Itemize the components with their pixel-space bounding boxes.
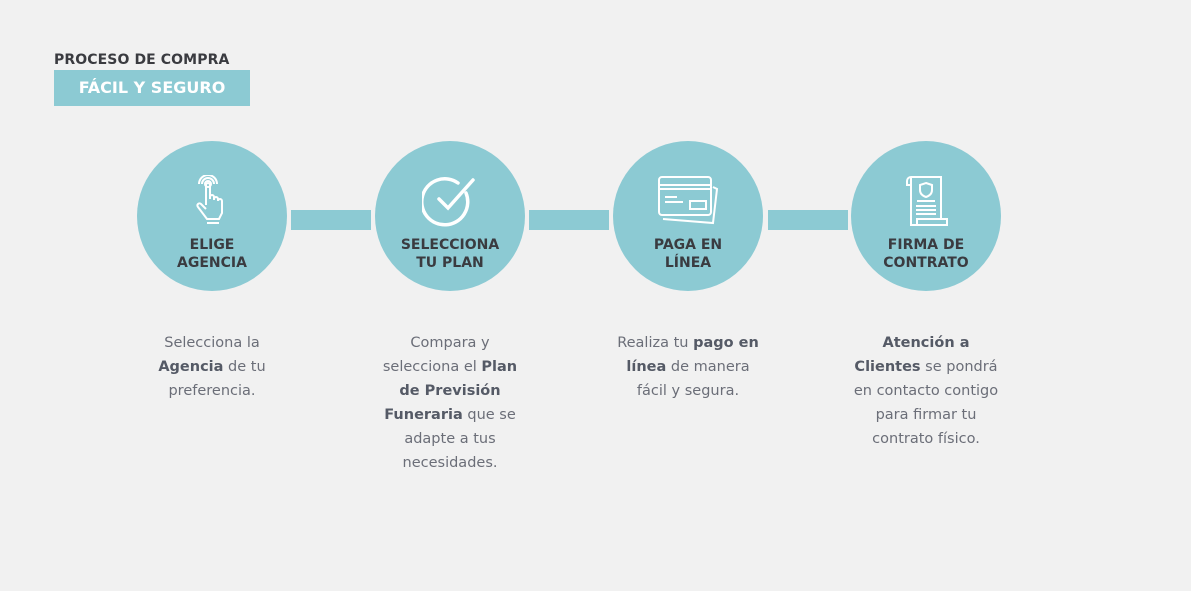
highlight-text: Plan de Previsión Funeraria <box>384 359 518 423</box>
step-title-line1: PAGA EN <box>653 237 723 253</box>
step-description: Compara y selecciona el Plan de Previsió… <box>375 331 525 475</box>
check-circle-icon <box>422 177 475 227</box>
step-title-line2: CONTRATO <box>883 255 969 271</box>
description-text: que se adapte a tus necesidades. <box>402 407 516 471</box>
step-paga-en-linea: PAGA EN LÍNEA <box>613 141 763 291</box>
connector <box>529 210 609 230</box>
description-text: se pondrá en contacto contigo para firma… <box>853 359 999 447</box>
highlight-text: pago en línea <box>626 335 759 375</box>
highlight-text: Atención a Clientes <box>854 335 970 375</box>
step-title-line1: ELIGE <box>189 237 235 253</box>
step-title-line1: FIRMA DE <box>887 237 965 253</box>
contract-scroll-icon <box>906 176 948 226</box>
section-badge: FÁCIL Y SEGURO <box>54 70 250 106</box>
step-title-line2: TU PLAN <box>416 255 484 271</box>
description-text: Compara y selecciona el <box>382 335 490 375</box>
step-selecciona-plan: SELECCIONA TU PLAN <box>375 141 525 291</box>
step-title-line1: SELECCIONA <box>400 237 500 253</box>
step-elige-agencia: ELIGE AGENCIA <box>137 141 287 291</box>
description-text: Realiza tu <box>617 335 694 351</box>
step-firma-contrato: FIRMA DE CONTRATO <box>851 141 1001 291</box>
connector <box>291 210 371 230</box>
credit-card-icon <box>658 176 719 225</box>
touch-hand-icon <box>196 175 223 224</box>
step-title-line2: AGENCIA <box>177 255 247 271</box>
step-description: Selecciona la Agencia de tu preferencia. <box>137 331 287 403</box>
description-text: de manera fácil y segura. <box>636 359 750 399</box>
highlight-text: Agencia <box>158 359 224 375</box>
step-description: Atención a Clientes se pondrá en contact… <box>851 331 1001 451</box>
connector <box>768 210 848 230</box>
description-text: Selecciona la <box>164 335 260 351</box>
step-description: Realiza tu pago en línea de manera fácil… <box>616 331 760 403</box>
step-title-line2: LÍNEA <box>664 255 712 271</box>
section-title: PROCESO DE COMPRA <box>54 52 230 68</box>
description-text: de tu preferencia. <box>168 359 266 399</box>
